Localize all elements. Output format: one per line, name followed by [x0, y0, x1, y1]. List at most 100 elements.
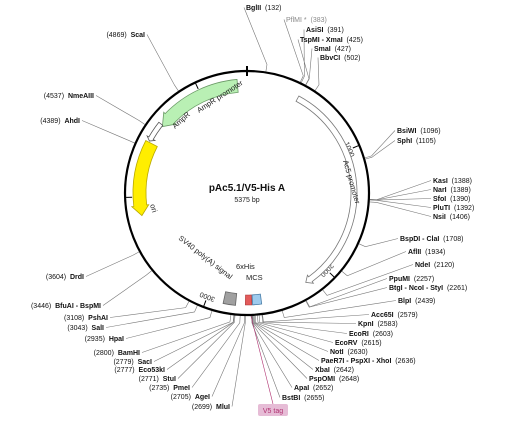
site-label[interactable]: AflII (1934): [408, 249, 445, 256]
feature-ori-arrow[interactable]: [130, 140, 158, 217]
v5-tag-leader: [250, 315, 274, 405]
site-name: BglII: [246, 5, 261, 12]
v5-tag-badge[interactable]: [258, 404, 288, 416]
site-leader-line: [141, 314, 232, 353]
site-leader-line: [369, 201, 432, 217]
site-leader-line: [105, 305, 198, 328]
site-position-close: ): [124, 32, 130, 39]
site-position-close: ): [157, 376, 163, 383]
site-position: 1389: [453, 187, 469, 194]
site-label[interactable]: TspMI - XmaI (425): [300, 37, 363, 44]
site-position-open: (: [439, 236, 446, 243]
site-label[interactable]: (2777) Eco53kI: [114, 367, 165, 374]
site-label[interactable]: BtgI - NcoI - StyI (2261): [389, 285, 467, 292]
site-label[interactable]: SmaI (427): [314, 46, 351, 53]
site-position-open: (: [67, 325, 70, 332]
feature-6xhis-box[interactable]: [245, 294, 253, 306]
site-name: HpaI: [109, 336, 124, 343]
site-label[interactable]: BspDI - ClaI (1708): [400, 236, 463, 243]
site-position-close: ): [468, 196, 470, 203]
site-label[interactable]: Acc65I (2579): [371, 312, 418, 319]
site-label[interactable]: PpuMI (2257): [389, 276, 434, 283]
site-label[interactable]: (2779) SacI: [113, 359, 152, 366]
site-position-open: (: [106, 32, 109, 39]
site-position-close: ): [395, 321, 397, 328]
site-label[interactable]: NdeI (2120): [415, 262, 454, 269]
feature-ampr-arrow[interactable]: [161, 79, 239, 128]
site-label[interactable]: NarI (1389): [433, 187, 471, 194]
site-name: BspDI - ClaI: [400, 236, 439, 243]
site-position-close: ): [357, 376, 359, 383]
site-label[interactable]: EcoRI (2603): [349, 331, 393, 338]
site-position: 2615: [364, 340, 380, 347]
feature-mcs-box[interactable]: [251, 293, 263, 306]
site-leader-line: [85, 251, 140, 277]
feature-label-ori: ori: [148, 203, 159, 214]
site-position-open: (: [300, 395, 307, 402]
site-label[interactable]: BstBI (2655): [282, 395, 324, 402]
site-label[interactable]: PspOMI (2648): [309, 376, 359, 383]
feature-ampr-promoter-arrow[interactable]: [146, 121, 164, 142]
site-label[interactable]: KasI (1388): [433, 178, 472, 185]
site-label[interactable]: BglII (132): [246, 5, 281, 12]
site-label[interactable]: (2699) MluI: [192, 404, 230, 411]
site-label[interactable]: (4537) NmeAIII: [44, 93, 94, 100]
site-label[interactable]: NsiI (1406): [433, 214, 470, 221]
site-label[interactable]: BlpI (2439): [398, 298, 435, 305]
site-name: EcoRV: [335, 340, 358, 347]
site-position-close: ): [103, 336, 109, 343]
site-leader-line: [125, 310, 213, 339]
site-label[interactable]: PluTI (1392): [433, 205, 474, 212]
site-label[interactable]: KpnI (2583): [358, 321, 398, 328]
site-position-open: (: [40, 118, 43, 125]
site-label[interactable]: SfoI (1390): [433, 196, 470, 203]
site-label[interactable]: PaeR7I - PspXI - XhoI (2636): [321, 358, 416, 365]
site-position: 4869: [109, 32, 125, 39]
site-name: EcoRI: [349, 331, 369, 338]
site-position-open: (: [171, 394, 174, 401]
site-label[interactable]: (2771) StuI: [139, 376, 176, 383]
site-position-open: (: [421, 249, 428, 256]
feature-ac5-promoter-arrow[interactable]: [295, 95, 358, 284]
site-position-close: ): [433, 298, 435, 305]
site-label[interactable]: (4389) AhdI: [40, 118, 80, 125]
site-name: SfoI: [433, 196, 446, 203]
site-label[interactable]: BsiWI (1096): [397, 128, 441, 135]
site-name: BamHI: [118, 350, 140, 357]
site-label[interactable]: (3108) PshAI: [64, 315, 108, 322]
site-position-open: (: [149, 385, 152, 392]
site-label[interactable]: AsiSI (391): [306, 27, 344, 34]
site-label[interactable]: (3604) DrdI: [46, 274, 84, 281]
site-leader-line: [146, 34, 179, 92]
scale-label: 3000: [199, 290, 216, 302]
site-position-close: ): [358, 55, 360, 62]
site-label[interactable]: (3043) SalI: [67, 325, 104, 332]
site-position: 2583: [380, 321, 396, 328]
site-leader-line: [364, 130, 396, 159]
site-label[interactable]: ApaI (2652): [294, 385, 333, 392]
site-label[interactable]: (2935) HpaI: [85, 336, 124, 343]
site-label[interactable]: SphI (1105): [397, 138, 436, 145]
site-name: AgeI: [195, 394, 210, 401]
site-label[interactable]: (2735) PmeI: [149, 385, 190, 392]
site-label[interactable]: XbaI (2642): [315, 367, 354, 374]
site-leader-line: [177, 315, 236, 379]
site-position: 502: [346, 55, 358, 62]
site-leader-line: [95, 95, 146, 125]
feature-sv40-box[interactable]: [222, 291, 238, 306]
site-label[interactable]: (3446) BfuAI - BspMI: [31, 303, 101, 310]
site-position: 2261: [449, 285, 465, 292]
site-label[interactable]: (2800) BamHI: [94, 350, 140, 357]
site-label[interactable]: BbvCI (502): [320, 55, 361, 62]
site-name: XbaI: [315, 367, 330, 374]
site-position-close: ): [341, 27, 343, 34]
site-position-open: (: [64, 315, 67, 322]
site-label[interactable]: PflMI * (383): [286, 17, 327, 24]
site-label[interactable]: (4869) ScaI: [106, 32, 145, 39]
site-label[interactable]: EcoRV (2615): [335, 340, 382, 347]
site-position: 1708: [446, 236, 462, 243]
site-position: 2439: [417, 298, 433, 305]
site-label[interactable]: (2705) AgeI: [171, 394, 210, 401]
site-position-open: (: [369, 331, 376, 338]
site-label[interactable]: NotI (2630): [330, 349, 368, 356]
